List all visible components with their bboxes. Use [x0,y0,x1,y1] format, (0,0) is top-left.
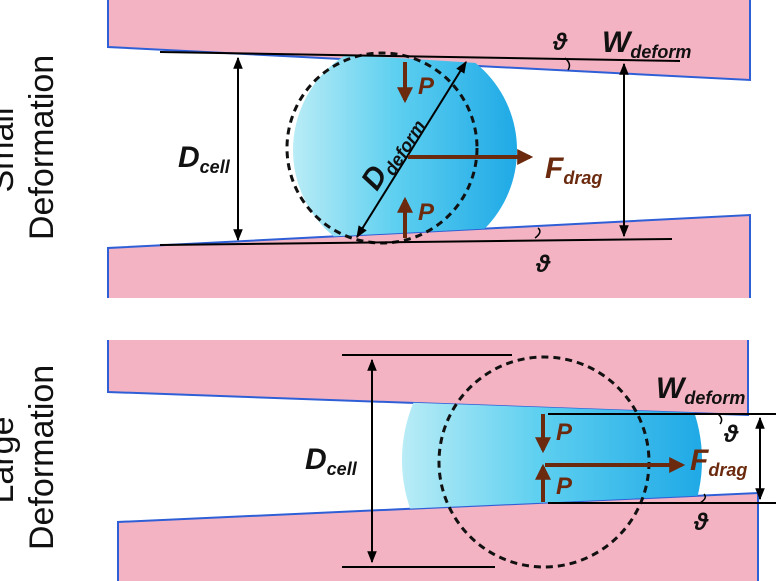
large-p-top-label: P [556,419,573,446]
large-side-label-line2: Deformation [23,364,61,550]
large-undeformed-outline [437,355,651,569]
large-fdrag-label: Fdrag [690,444,747,480]
small-side-label-line1: Small [0,107,21,193]
large-bottom-theta-arc [699,493,707,504]
small-bottom-theta-label: ϑ [535,251,551,278]
small-bottom-wall [108,215,750,298]
small-dcell-label: Dcell [178,141,231,177]
large-cell [402,392,702,522]
large-top-theta-arc [717,413,723,425]
large-dcell-label: Dcell [305,443,358,479]
small-bottom-reference-line [159,238,673,246]
small-fdrag-label: Fdrag [545,152,602,188]
small-top-theta-arc [564,57,571,71]
small-p-bottom-label: P [418,199,435,226]
small-ddeform-diagonal [356,60,467,239]
large-p-bottom-label: P [556,473,573,500]
large-bottom-wall-edge [117,491,759,581]
large-wdeform-label: Wdeform [656,372,745,408]
small-bottom-theta-arc [534,227,541,239]
large-bottom-theta-label: ϑ [693,509,709,536]
large-deformation-panel: Dcell Wdeform Fdrag P P ϑ ϑ [107,340,776,581]
large-top-wall [108,340,748,415]
large-top-theta-label: ϑ [723,421,739,448]
large-side-label-line1: Large [0,416,21,504]
small-deformation-panel: Dcell Ddeform Wdeform Fdrag P P ϑ ϑ [107,0,751,298]
small-top-reference-line [159,51,681,62]
small-wdeform-label: Wdeform [602,26,691,62]
small-p-top-label: P [418,73,435,100]
small-side-label-line2: Deformation [23,54,61,240]
small-deformation-side-label: Small Deformation [0,54,62,240]
small-top-theta-label: ϑ [552,29,568,56]
large-deformation-side-label: Large Deformation [0,364,62,550]
